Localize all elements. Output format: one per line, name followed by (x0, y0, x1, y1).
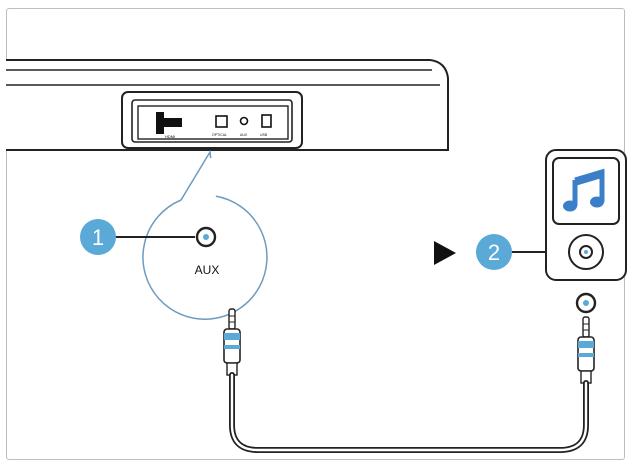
step-number-1: 1 (92, 225, 104, 250)
cable-end-socket (575, 292, 597, 314)
hdmi-port: HDMI (156, 112, 182, 139)
cable-wire-inner (230, 373, 588, 452)
aux-port-small: AUX (239, 116, 249, 137)
port-label-optical: OPTICAL (212, 133, 227, 137)
music-note-icon (563, 168, 605, 212)
play-arrow-icon (434, 241, 456, 265)
step-badge-1: 1 (80, 219, 116, 255)
usb-port: USB (260, 114, 272, 137)
audio-cable (223, 308, 595, 453)
callout-port-label: AUX (195, 263, 220, 277)
left-plug (223, 308, 241, 376)
right-plug (577, 316, 595, 384)
port-label-hdmi: HDMI (165, 134, 175, 139)
cable-wire-outer (229, 372, 589, 453)
player-headphone-jack (568, 234, 604, 270)
player-screen (552, 157, 620, 225)
aux-callout: AUX (100, 149, 268, 320)
aux-jack-large (195, 226, 217, 248)
media-player (545, 149, 627, 281)
port-label-aux-small: AUX (240, 133, 248, 137)
port-label-usb: USB (260, 133, 268, 137)
step-number-2: 2 (488, 240, 500, 265)
soundbar: HDMI OPTICAL AUX USB (6, 59, 449, 151)
optical-port: OPTICAL (212, 115, 228, 137)
connector-panel: HDMI OPTICAL AUX USB (121, 91, 303, 149)
step-badge-2: 2 (476, 234, 512, 270)
